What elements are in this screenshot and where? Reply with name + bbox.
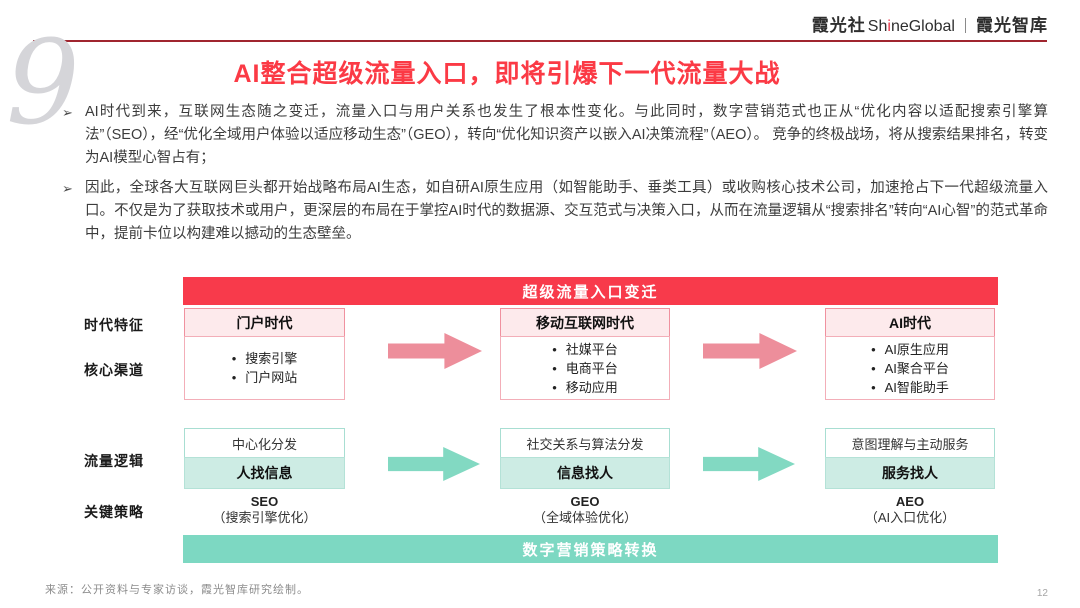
strategy-portal: SEO （搜索引擎优化）: [184, 494, 345, 526]
channel-list: 社媒平台 电商平台 移动应用: [552, 340, 618, 397]
brand-suffix: 霞光智库: [976, 16, 1048, 35]
strategy-note: （搜索引擎优化）: [212, 510, 317, 525]
channel-item: 移动应用: [552, 378, 618, 397]
channel-list: AI原生应用 AI聚合平台 AI智能助手: [871, 340, 949, 397]
right-arrow-icon: [703, 447, 795, 481]
era-box-mobile: 移动互联网时代: [500, 308, 670, 337]
channel-item: AI聚合平台: [871, 359, 949, 378]
strategy-ai: AEO （AI入口优化）: [825, 494, 995, 526]
row-label-logic: 流量逻辑: [84, 453, 144, 469]
bullet-list: ➢ AI时代到来，互联网生态随之变迁，流量入口与用户关系也发生了根本性变化。与此…: [62, 101, 1048, 246]
strategy-acronym: SEO: [250, 494, 279, 509]
era-box-portal: 门户时代: [184, 308, 345, 337]
channel-box-mobile: 社媒平台 电商平台 移动应用: [500, 336, 670, 400]
logic-mechanism-mobile: 社交关系与算法分发: [500, 428, 670, 458]
logic-mode-ai: 服务找人: [825, 457, 995, 489]
row-label-era: 时代特征: [84, 317, 144, 333]
strategy-note: （AI入口优化）: [864, 510, 956, 525]
bullet-text: AI时代到来，互联网生态随之变迁，流量入口与用户关系也发生了根本性变化。与此同时…: [85, 104, 1048, 166]
brand-name-cn: 霞光社: [811, 16, 866, 35]
channel-item: 电商平台: [552, 359, 618, 378]
brand-red-letter: i: [887, 18, 891, 35]
channel-box-ai: AI原生应用 AI聚合平台 AI智能助手: [825, 336, 995, 400]
page-number: 12: [1036, 588, 1048, 599]
brand-name-en: ShineGlobal: [867, 18, 955, 35]
bullet-item: ➢ 因此，全球各大互联网巨头都开始战略布局AI生态，如自研AI原生应用（如智能助…: [62, 177, 1048, 246]
bullet-item: ➢ AI时代到来，互联网生态随之变迁，流量入口与用户关系也发生了根本性变化。与此…: [62, 101, 1048, 170]
strategy-note: （全域体验优化）: [532, 510, 637, 525]
channel-box-portal: 搜索引擎 门户网站: [184, 336, 345, 400]
strategy-acronym: GEO: [570, 494, 600, 509]
strategy-mobile: GEO （全域体验优化）: [500, 494, 670, 526]
row-label-channel: 核心渠道: [84, 362, 144, 378]
logic-mechanism-portal: 中心化分发: [184, 428, 345, 458]
diagram-footer-bar: 数字营销策略转换: [183, 535, 998, 563]
right-arrow-icon: [703, 333, 797, 369]
channel-list: 搜索引擎 门户网站: [232, 349, 297, 387]
slide-index-number: 9: [6, 16, 80, 151]
diagram-header-bar: 超级流量入口变迁: [183, 277, 998, 305]
logic-mode-mobile: 信息找人: [500, 457, 670, 489]
channel-item: 社媒平台: [552, 340, 618, 359]
channel-item: AI智能助手: [871, 378, 949, 397]
bullet-text: 因此，全球各大互联网巨头都开始战略布局AI生态，如自研AI原生应用（如智能助手、…: [85, 180, 1048, 242]
channel-item: 搜索引擎: [232, 349, 297, 368]
era-box-ai: AI时代: [825, 308, 995, 337]
logic-mechanism-ai: 意图理解与主动服务: [825, 428, 995, 458]
row-label-strategy: 关键策略: [84, 504, 144, 520]
header-divider: [33, 40, 1047, 42]
channel-item: AI原生应用: [871, 340, 949, 359]
brand-logo: 霞光社 ShineGlobal ｜ 霞光智库: [812, 11, 1048, 36]
right-arrow-icon: [388, 447, 480, 481]
slide-title: AI整合超级流量入口，即将引爆下一代流量大战: [233, 60, 781, 88]
logo-separator: ｜: [957, 18, 973, 35]
source-note: 来源：公开资料与专家访谈，霞光智库研究绘制。: [45, 584, 309, 596]
arrow-bullet-icon: ➢: [62, 181, 73, 196]
strategy-acronym: AEO: [895, 494, 925, 509]
logic-mode-portal: 人找信息: [184, 457, 345, 489]
arrow-bullet-icon: ➢: [62, 105, 73, 120]
channel-item: 门户网站: [232, 368, 297, 387]
right-arrow-icon: [388, 333, 482, 369]
